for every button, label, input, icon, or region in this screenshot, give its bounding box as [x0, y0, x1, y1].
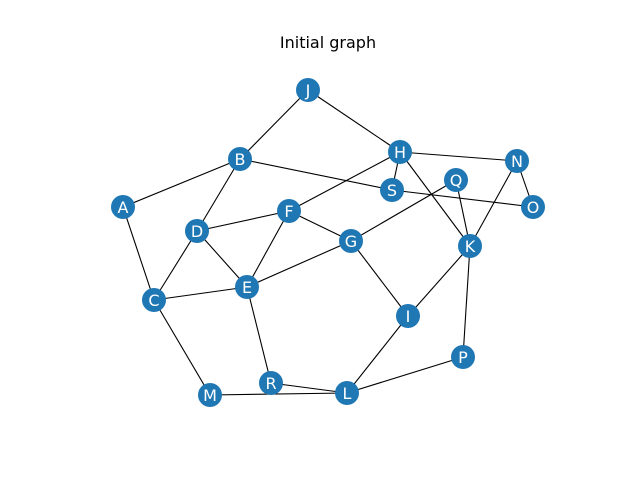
node-a: A	[111, 195, 135, 219]
node-label: A	[118, 198, 129, 217]
edges-layer	[122, 89, 534, 396]
edge-r-l	[270, 382, 348, 394]
node-circle	[451, 345, 475, 369]
node-circle	[505, 149, 529, 173]
node-f: F	[277, 199, 301, 223]
node-circle	[259, 371, 283, 395]
node-label: H	[394, 143, 406, 162]
edge-b-d	[196, 158, 241, 232]
node-label: E	[242, 278, 252, 297]
node-label: N	[511, 152, 523, 171]
node-o: O	[521, 195, 545, 219]
edge-d-e	[196, 230, 248, 288]
node-label: J	[305, 81, 311, 100]
node-label: B	[235, 150, 246, 169]
node-circle	[198, 383, 222, 407]
edge-b-a	[122, 158, 241, 208]
node-m: M	[198, 383, 222, 407]
edge-d-c	[153, 230, 198, 301]
node-s: S	[380, 178, 404, 202]
node-label: L	[343, 384, 352, 403]
node-circle	[296, 78, 320, 102]
edge-k-i	[407, 245, 471, 317]
node-h: H	[388, 140, 412, 164]
edge-g-i	[350, 240, 409, 317]
node-label: K	[465, 237, 476, 256]
node-label: S	[387, 181, 397, 200]
edge-n-k	[469, 160, 518, 247]
node-circle	[142, 288, 166, 312]
node-circle	[458, 234, 482, 258]
node-circle	[339, 229, 363, 253]
node-circle	[228, 147, 252, 171]
edge-p-l	[346, 356, 464, 394]
node-j: J	[296, 78, 320, 102]
node-d: D	[185, 219, 209, 243]
edge-e-g	[246, 240, 352, 288]
node-c: C	[142, 288, 166, 312]
edge-j-b	[239, 89, 309, 160]
node-e: E	[235, 275, 259, 299]
node-label: P	[458, 348, 468, 367]
node-label: R	[265, 374, 276, 393]
edge-h-k	[399, 151, 471, 247]
node-label: Q	[450, 171, 463, 190]
node-circle	[396, 304, 420, 328]
node-label: I	[406, 307, 411, 326]
node-circle	[444, 168, 468, 192]
node-circle	[277, 199, 301, 223]
node-label: M	[203, 386, 217, 405]
edge-b-s	[239, 158, 393, 191]
node-label: F	[284, 202, 293, 221]
node-label: G	[345, 232, 357, 251]
node-i: I	[396, 304, 420, 328]
edge-c-e	[153, 286, 248, 301]
node-circle	[521, 195, 545, 219]
node-q: Q	[444, 168, 468, 192]
node-p: P	[451, 345, 475, 369]
edge-q-g	[350, 179, 457, 242]
node-b: B	[228, 147, 252, 171]
nodes-layer: J B H N S Q O A F D G K E C I P R M L	[111, 78, 545, 407]
node-label: D	[191, 222, 203, 241]
edge-e-r	[246, 286, 272, 384]
edge-j-h	[307, 89, 401, 153]
node-circle	[185, 219, 209, 243]
graph-title: Initial graph	[280, 33, 376, 52]
edge-m-l	[209, 392, 348, 396]
node-circle	[380, 178, 404, 202]
edge-a-c	[122, 206, 155, 301]
edge-f-d	[196, 210, 290, 232]
node-circle	[335, 381, 359, 405]
edge-c-m	[153, 299, 211, 396]
edge-h-f	[288, 151, 401, 212]
node-circle	[235, 275, 259, 299]
edge-i-l	[346, 315, 409, 394]
edge-s-o	[391, 189, 534, 208]
node-label: O	[527, 198, 540, 217]
node-g: G	[339, 229, 363, 253]
node-label: C	[148, 291, 159, 310]
edge-k-p	[462, 245, 471, 358]
node-n: N	[505, 149, 529, 173]
node-k: K	[458, 234, 482, 258]
node-circle	[111, 195, 135, 219]
edge-f-e	[246, 210, 290, 288]
edge-h-n	[399, 151, 518, 162]
node-circle	[388, 140, 412, 164]
node-r: R	[259, 371, 283, 395]
node-l: L	[335, 381, 359, 405]
